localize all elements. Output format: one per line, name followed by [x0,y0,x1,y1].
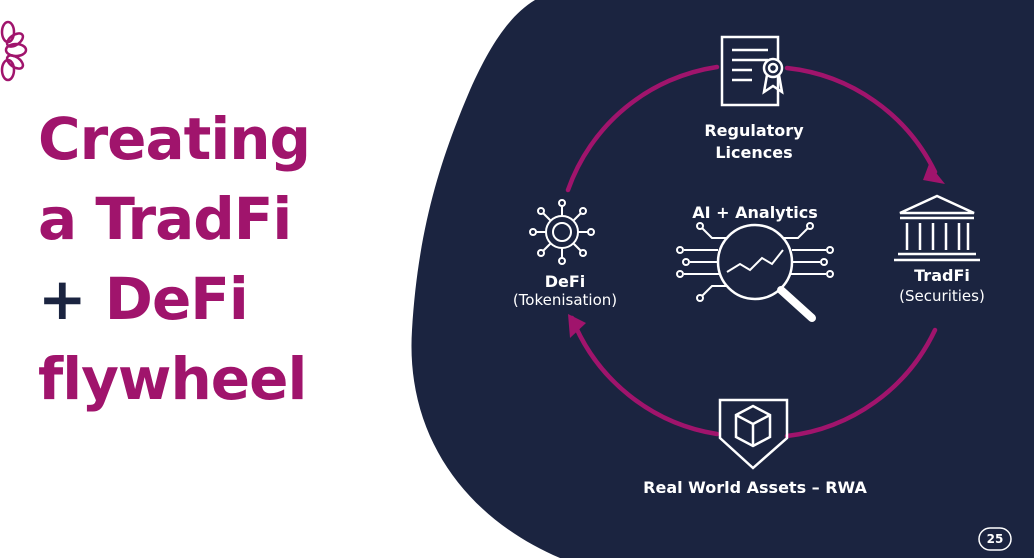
shield-cube-icon [718,398,789,470]
title-line-3: + DeFi [38,270,249,328]
tradfi-sub: (Securities) [899,287,985,305]
regulatory-licences-label: Regulatory Licences [684,120,824,164]
flower-logo-icon [0,20,28,82]
arrowhead-to-tradfi-icon [923,164,945,184]
title-line-1: Creating [38,105,311,173]
analytics-magnifier-icon [676,222,834,322]
defi-label: DeFi (Tokenisation) [500,272,630,310]
arc-defi-to-regulatory [565,64,720,193]
arrowhead-to-defi-icon [568,314,586,338]
defi-sub: (Tokenisation) [512,291,618,309]
flywheel-arcs [565,64,938,439]
title-line-2: a TradFi [38,185,292,253]
regulatory-label-line2: Licences [715,143,793,162]
title-plus-sign: + [38,265,87,333]
arc-regulatory-to-tradfi [784,65,938,175]
title-line-3-text: DeFi [85,265,249,333]
network-node-icon [529,199,595,265]
rwa-label: Real World Assets – RWA [643,478,867,497]
arc-rwa-to-defi [569,315,720,437]
arc-tradfi-to-rwa [784,327,938,439]
tradfi-name: TradFi [914,266,970,285]
defi-name: DeFi [544,272,586,291]
tradfi-label: TradFi (Securities) [880,266,1004,306]
ai-analytics-label: AI + Analytics [692,203,818,222]
page-number-badge [978,527,1012,551]
page-number: 25 [986,532,1004,546]
regulatory-label-line1: Regulatory [704,121,804,140]
certificate-icon [720,35,784,107]
bank-icon [894,194,980,262]
title-line-4: flywheel [38,345,307,413]
